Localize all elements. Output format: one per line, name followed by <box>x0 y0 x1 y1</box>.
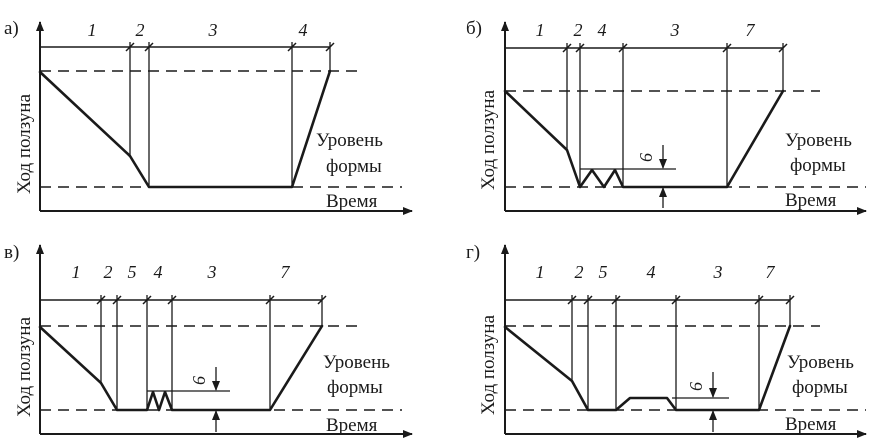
gap-label: 6 <box>686 382 706 391</box>
phase-label: 7 <box>281 262 291 282</box>
phase-label: 3 <box>208 20 218 40</box>
phase-label: 4 <box>598 20 607 40</box>
x-axis-label: Время <box>785 414 837 435</box>
phase-label: 1 <box>536 20 545 40</box>
level-label-line1: Уровень <box>316 130 383 151</box>
phase-label: 3 <box>670 20 680 40</box>
phase-label: 7 <box>746 20 756 40</box>
slide-stroke-curve <box>38 69 332 189</box>
phase-label: 3 <box>713 262 723 282</box>
phase-label: 5 <box>599 262 608 282</box>
panel-letter: а) <box>4 18 19 39</box>
level-label-line2: формы <box>326 156 382 177</box>
dimension-ticks <box>125 42 335 52</box>
phase-label: 3 <box>207 262 217 282</box>
phase-label: 7 <box>766 262 776 282</box>
slide-stroke-curve <box>503 89 785 189</box>
gap-label: 6 <box>636 153 656 162</box>
dimension-ticks <box>562 43 788 53</box>
panel-a: а) Ход ползуна Время Уровень формы 1 2 3… <box>4 18 413 215</box>
panel-b: б) Ход ползуна Время Уровень формы 1 2 4… <box>466 18 867 215</box>
phase-label: 5 <box>128 262 137 282</box>
phase-label: 1 <box>72 262 81 282</box>
phase-label: 2 <box>104 262 113 282</box>
panel-letter: б) <box>466 18 482 39</box>
gap-label: 6 <box>189 376 209 385</box>
level-label-line2: формы <box>790 155 846 176</box>
y-axis-label: Ход ползуна <box>14 316 35 417</box>
y-axis-label: Ход ползуна <box>478 314 499 415</box>
phase-label: 2 <box>575 262 584 282</box>
phase-label: 4 <box>154 262 163 282</box>
x-axis-label: Время <box>326 415 378 436</box>
y-axis-label: Ход ползуна <box>478 89 499 190</box>
y-axis-label: Ход ползуна <box>14 93 35 194</box>
level-label-line2: формы <box>327 377 383 398</box>
phase-label: 4 <box>647 262 656 282</box>
phase-label: 4 <box>299 20 308 40</box>
dimension-ticks <box>96 295 327 305</box>
x-axis-label: Время <box>326 191 378 212</box>
level-label-line1: Уровень <box>323 352 390 373</box>
slide-stroke-curve <box>38 324 324 412</box>
x-axis-label: Время <box>785 190 837 211</box>
panel-letter: в) <box>4 242 19 263</box>
panel-letter: г) <box>466 242 480 263</box>
phase-label: 2 <box>136 20 145 40</box>
slide-stroke-curve <box>503 324 792 412</box>
phase-label: 1 <box>536 262 545 282</box>
level-label-line2: формы <box>792 377 848 398</box>
level-label-line1: Уровень <box>785 130 852 151</box>
phase-label: 1 <box>88 20 97 40</box>
dimension-ticks <box>567 295 795 305</box>
phase-label: 2 <box>574 20 583 40</box>
panel-g: г) Ход ползуна Время Уровень формы 1 2 5… <box>466 242 867 438</box>
level-label-line1: Уровень <box>787 352 854 373</box>
panel-v: в) Ход ползуна Время Уровень формы 1 2 5… <box>4 242 413 438</box>
